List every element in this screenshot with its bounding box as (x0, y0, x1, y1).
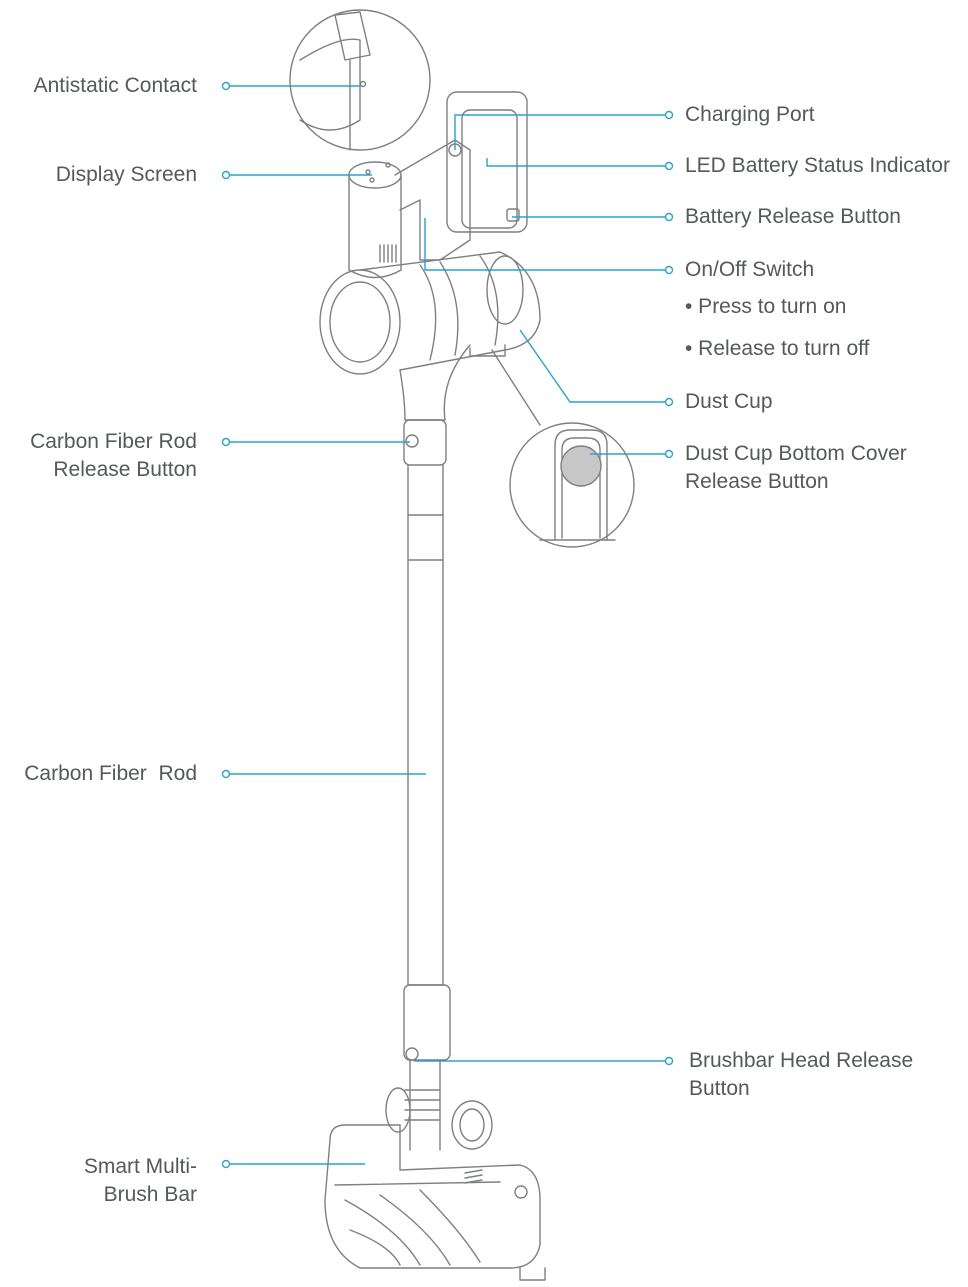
label-antistatic-contact: Antistatic Contact (33, 74, 197, 97)
brushbar-release-button-shape (405, 1047, 419, 1061)
label-release-off: • Release to turn off (685, 337, 870, 360)
leader-onoff (424, 218, 666, 271)
brush-head-shape (324, 1124, 546, 1281)
label-charging-port: Charging Port (685, 103, 815, 126)
label-battery-release: Battery Release Button (685, 205, 901, 228)
dust-cup-cover-magnifier (491, 349, 635, 548)
label-onoff-switch: On/Off Switch (685, 258, 815, 281)
rod-release-collar (403, 419, 447, 466)
label-led-indicator: LED Battery Status Indicator (685, 154, 950, 177)
handle-arm (394, 139, 471, 261)
label-carbon-rod-release: Carbon Fiber Rod Release Button (30, 430, 197, 481)
leader-led (486, 158, 666, 167)
battery-pack (446, 91, 528, 233)
label-dust-cup-cover: Dust Cup Bottom Cover Release Button (685, 442, 907, 493)
leader-dust-cup (519, 329, 666, 403)
label-display-screen: Display Screen (55, 163, 197, 186)
leader-endpoints (221, 81, 674, 1169)
label-carbon-fiber-rod: Carbon Fiber Rod (24, 762, 197, 785)
display-unit (348, 161, 402, 279)
leader-lines (230, 85, 666, 1165)
label-brushbar-release: Brushbar Head Release Button (689, 1049, 914, 1100)
brush-joint (385, 1059, 493, 1151)
rod-neck (399, 344, 471, 421)
carbon-fiber-rod-shape (407, 464, 444, 986)
label-dust-cup: Dust Cup (685, 390, 773, 413)
rod-release-button-shape (405, 434, 419, 448)
label-smart-brush-bar: Smart Multi- Brush Bar (83, 1155, 197, 1206)
motor-body (319, 251, 541, 375)
antistatic-detail-magnifier (289, 9, 431, 151)
label-press-on: • Press to turn on (685, 295, 847, 318)
leader-charging-port (454, 114, 666, 150)
lower-collar (403, 984, 451, 1061)
